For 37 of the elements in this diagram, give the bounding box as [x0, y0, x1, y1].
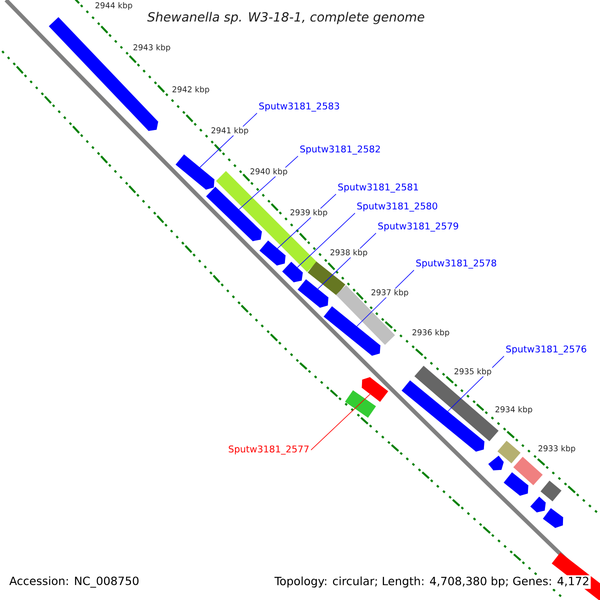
gene-block	[206, 186, 262, 242]
gene-block	[282, 262, 303, 282]
tick-label: 2938 kbp	[329, 248, 368, 258]
title: Shewanella sp. W3-18-1, complete genome	[147, 12, 424, 24]
gene-block	[530, 496, 546, 512]
tick-label: 2943 kbp	[132, 43, 172, 53]
gene-block	[402, 380, 484, 452]
gene-label: Sputw3181_2580	[357, 202, 438, 212]
tick-label: 2944 kbp	[94, 1, 134, 11]
gene-label: Sputw3181_2577	[228, 445, 309, 455]
footer-text: Accession: NC_008750	[9, 576, 139, 588]
tick-label: 2941 kbp	[210, 126, 250, 136]
gene-label: Sputw3181_2579	[378, 222, 458, 232]
gene-block	[298, 279, 328, 308]
footer-text: Topology: circular; Length: 4,708,380 bp; Genes: 4,172	[273, 575, 591, 589]
tick-label: 2935 kbp	[453, 367, 492, 377]
tick-label: 2939 kbp	[289, 208, 328, 218]
gene-block	[362, 377, 388, 402]
gene-block	[542, 508, 564, 528]
gene-block	[504, 472, 528, 496]
tick-label: 2933 kbp	[537, 444, 576, 454]
tick-label: 2937 kbp	[370, 288, 410, 298]
tick-label: 2936 kbp	[411, 328, 450, 338]
gene-block	[259, 240, 286, 266]
gene-label: Sputw3181_2583	[259, 102, 340, 112]
gene-label: Sputw3181_2578	[416, 259, 496, 269]
tick-label: 2942 kbp	[171, 85, 210, 95]
tick-label: 2940 kbp	[249, 167, 288, 177]
gene-label: Sputw3181_2582	[300, 145, 380, 155]
leader-line	[310, 394, 370, 450]
gene-block	[324, 306, 380, 356]
gene-label: Sputw3181_2576	[506, 345, 586, 355]
tick-label: 2934 kbp	[494, 405, 534, 415]
gene-block	[488, 456, 504, 470]
gene-block	[176, 154, 214, 190]
leader-line	[297, 212, 356, 268]
gene-label: Sputw3181_2581	[338, 183, 418, 193]
